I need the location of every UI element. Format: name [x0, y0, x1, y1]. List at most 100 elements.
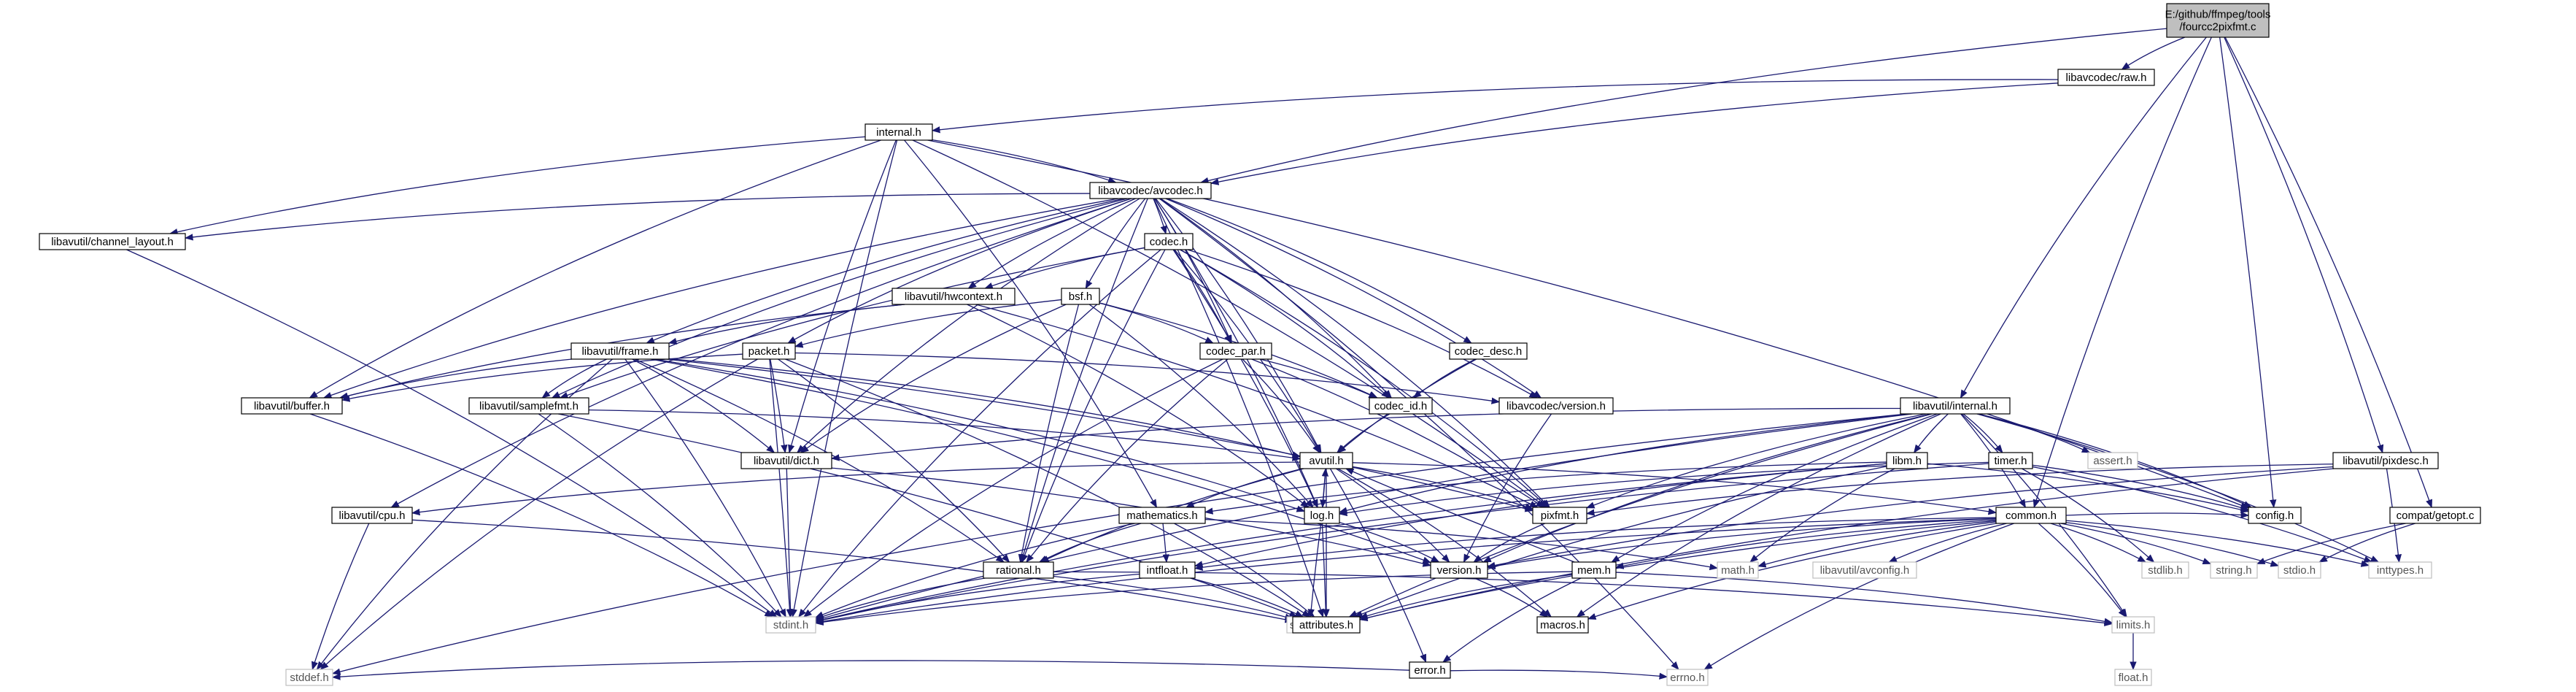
- edge-bsf_h-to-log_h: [1088, 304, 1314, 508]
- node-root[interactable]: E:/github/ffmpeg/tools/fourcc2pixfmt.c: [2165, 3, 2271, 38]
- node-label: inttypes.h: [2377, 564, 2424, 577]
- node-codec-par-h[interactable]: codec_par.h: [1199, 342, 1272, 360]
- node-attributes-h[interactable]: attributes.h: [1292, 616, 1361, 634]
- node-limits-h[interactable]: limits.h: [2111, 616, 2155, 634]
- node-label: log.h: [1310, 510, 1334, 522]
- edge-timer_h-to-inttypes_h: [2032, 466, 2372, 563]
- node-box: [1430, 561, 1488, 579]
- edge-codec_h-to-lavc_version_h: [1187, 249, 1539, 399]
- node-avconfig-h[interactable]: libavutil/avconfig.h: [1812, 561, 1917, 579]
- node-stddef-h[interactable]: stddef.h: [285, 669, 333, 686]
- node-common-h[interactable]: common.h: [1995, 507, 2067, 524]
- node-pixfmt-h[interactable]: pixfmt.h: [1532, 507, 1587, 524]
- edge-avcodec_h-to-dict_h: [796, 198, 1140, 453]
- node-macros-h[interactable]: macros.h: [1536, 616, 1589, 634]
- node-bsf-h[interactable]: bsf.h: [1061, 288, 1100, 305]
- node-box: [1118, 507, 1206, 524]
- edge-common_h-to-avconfig_h: [1888, 523, 2007, 563]
- node-box: [1666, 669, 1709, 686]
- edge-mathematics_h-to-rational_h: [1038, 523, 1142, 563]
- node-getopt-c[interactable]: compat/getopt.c: [2389, 507, 2481, 524]
- node-codec-h[interactable]: codec.h: [1144, 233, 1194, 250]
- node-intfloat-h[interactable]: intfloat.h: [1139, 561, 1196, 579]
- node-box: [1304, 507, 1340, 524]
- node-inttypes-h[interactable]: inttypes.h: [2368, 561, 2432, 579]
- edge-raw_h-to-internal_h: [931, 79, 2059, 134]
- node-hwcontext-h[interactable]: libavutil/hwcontext.h: [891, 288, 1016, 305]
- node-label: timer.h: [1994, 455, 2027, 467]
- node-stdlib-h[interactable]: stdlib.h: [2141, 561, 2189, 579]
- node-frame-h[interactable]: libavutil/frame.h: [570, 342, 670, 360]
- edge-version_h-to-macros_h: [1474, 577, 1549, 618]
- node-box: [2368, 561, 2432, 579]
- edge-avcodec_h-to-rational_h: [1020, 198, 1148, 564]
- edge-log_h-to-version_h: [1339, 521, 1440, 563]
- node-float-h[interactable]: float.h: [2114, 669, 2152, 686]
- edge-avutil_h-to-error_h: [1329, 468, 1427, 664]
- node-pixdesc-h[interactable]: libavutil/pixdesc.h: [2332, 452, 2439, 469]
- node-codec-id-h[interactable]: codec_id.h: [1369, 397, 1433, 415]
- node-codec-desc-h[interactable]: codec_desc.h: [1449, 342, 1528, 360]
- edge-mem_h-to-attributes_h: [1358, 574, 1573, 620]
- node-internal-h[interactable]: internal.h: [865, 123, 933, 141]
- node-label: string.h: [2216, 564, 2251, 577]
- node-label: stddef.h: [290, 672, 328, 684]
- edge-codec_par_h-to-stdint_h: [802, 358, 1223, 618]
- edge-timer_h-to-stdint_h: [814, 463, 1989, 623]
- edge-channel_layout_h-to-stdint_h: [126, 249, 778, 618]
- node-packet-h[interactable]: packet.h: [742, 342, 796, 360]
- node-mem-h[interactable]: mem.h: [1571, 561, 1617, 579]
- node-lavu-internal-h[interactable]: libavutil/internal.h: [1900, 397, 2011, 415]
- node-samplefmt-h[interactable]: libavutil/samplefmt.h: [468, 397, 589, 415]
- edge-bsf_h-to-codec_par_h: [1099, 302, 1214, 344]
- edge-avcodec_h-to-packet_h: [787, 198, 1132, 344]
- node-version-h[interactable]: version.h: [1430, 561, 1488, 579]
- node-cpu-h[interactable]: libavutil/cpu.h: [331, 507, 413, 524]
- edge-lavu_internal_h-to-stdint_h: [814, 413, 1913, 622]
- edge-root-to-lavu_internal_h: [1960, 36, 2207, 399]
- edge-avutil_h-to-cpu_h: [411, 461, 1301, 516]
- node-avutil-h[interactable]: avutil.h: [1299, 452, 1353, 469]
- edge-avcodec_h-to-cpu_h: [390, 198, 1132, 508]
- edge-avcodec_h-to-buffer_h: [322, 198, 1119, 399]
- edge-codec_par_h-to-pixfmt_h: [1251, 358, 1545, 508]
- node-label: libm.h: [1892, 455, 1922, 467]
- edge-samplefmt_h-to-stdint_h: [538, 413, 782, 618]
- edge-frame_h-to-samplefmt_h: [541, 358, 607, 399]
- node-buffer-h[interactable]: libavutil/buffer.h: [241, 397, 343, 415]
- node-avcodec-h[interactable]: libavcodec/avcodec.h: [1089, 182, 1212, 199]
- edge-pixdesc_h-to-pixfmt_h: [1585, 464, 2334, 516]
- node-box: [1536, 616, 1589, 634]
- node-string-h[interactable]: string.h: [2210, 561, 2258, 579]
- node-raw-h[interactable]: libavcodec/raw.h: [2057, 69, 2155, 86]
- node-timer-h[interactable]: timer.h: [1988, 452, 2033, 469]
- node-dict-h[interactable]: libavutil/dict.h: [740, 452, 832, 469]
- node-config-h[interactable]: config.h: [2248, 507, 2302, 524]
- node-box: [1144, 233, 1194, 250]
- edge-lavu_internal_h-to-pixfmt_h: [1585, 413, 1927, 509]
- node-lavc-version-h[interactable]: libavcodec/version.h: [1498, 397, 1614, 415]
- edge-libm_h-to-mathematics_h: [1204, 461, 1887, 515]
- node-box: [2248, 507, 2302, 524]
- node-rational-h[interactable]: rational.h: [983, 561, 1054, 579]
- node-libm-h[interactable]: libm.h: [1886, 452, 1928, 469]
- edge-mathematics_h-to-attributes_h: [1174, 523, 1315, 618]
- node-mathematics-h[interactable]: mathematics.h: [1118, 507, 1206, 524]
- edge-avcodec_h-to-lavc_version_h: [1165, 198, 1542, 399]
- node-channel-layout-h[interactable]: libavutil/channel_layout.h: [39, 233, 186, 250]
- edge-cpu_h-to-stddef_h: [312, 523, 370, 671]
- node-box: [39, 233, 186, 250]
- node-error-h[interactable]: error.h: [1409, 661, 1451, 679]
- edge-log_h-to-avutil_h: [1321, 467, 1329, 508]
- node-assert-h[interactable]: assert.h: [2087, 452, 2138, 469]
- node-stdint-h[interactable]: stdint.h: [765, 616, 816, 634]
- node-label: pixfmt.h: [1541, 510, 1579, 522]
- node-box: [570, 342, 670, 360]
- node-math-h[interactable]: math.h: [1717, 561, 1759, 579]
- edge-avutil_h-to-macros_h: [1337, 468, 1552, 618]
- node-log-h[interactable]: log.h: [1304, 507, 1340, 524]
- node-errno-h[interactable]: errno.h: [1666, 669, 1709, 686]
- edge-avcodec_h-to-errno_h: [1159, 198, 1679, 670]
- node-label: libavutil/internal.h: [1913, 400, 1997, 412]
- node-stdio-h[interactable]: stdio.h: [2278, 561, 2321, 579]
